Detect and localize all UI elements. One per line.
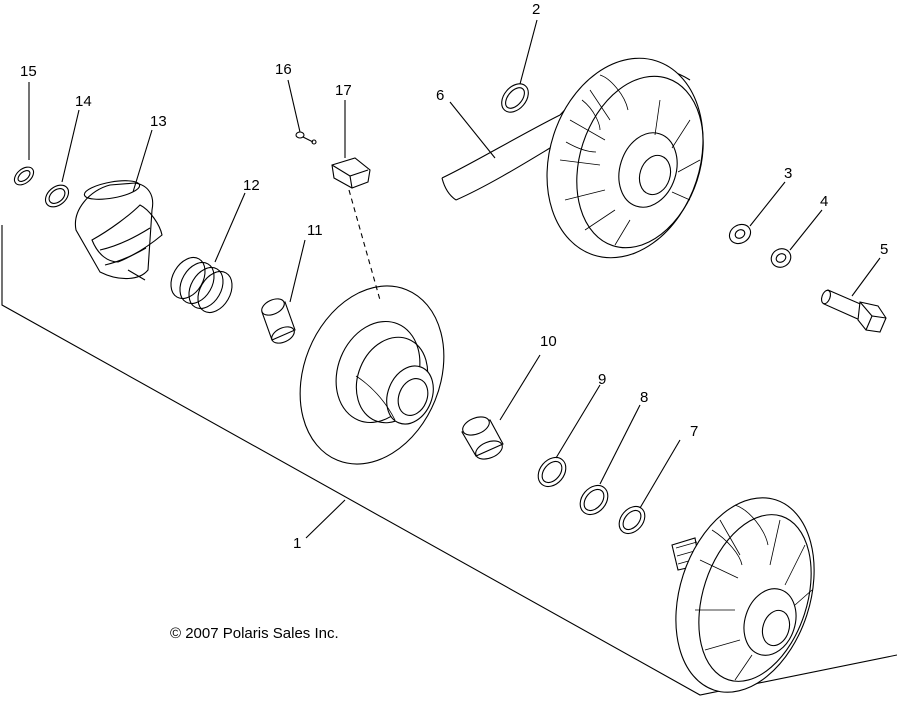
part-1-sheave bbox=[299, 285, 445, 465]
label-16: 16 bbox=[275, 61, 292, 78]
part-4-washer bbox=[770, 248, 792, 268]
part-2-snap-ring bbox=[501, 83, 529, 113]
label-11: 11 bbox=[307, 222, 323, 239]
part-5-bolt bbox=[820, 289, 887, 333]
lower-sheave-assembly bbox=[671, 497, 815, 693]
part-17-block bbox=[331, 157, 371, 189]
part-15-ring bbox=[13, 166, 35, 186]
part-16-screw bbox=[295, 131, 317, 145]
label-12: 12 bbox=[243, 177, 260, 194]
part-9-ring bbox=[537, 456, 567, 488]
part-14-washer bbox=[44, 184, 70, 208]
label-13: 13 bbox=[150, 113, 167, 130]
copyright-notice: © 2007 Polaris Sales Inc. bbox=[170, 625, 339, 642]
label-14: 14 bbox=[75, 93, 92, 110]
part-7-ring bbox=[618, 505, 646, 535]
label-4: 4 bbox=[820, 193, 828, 210]
label-17: 17 bbox=[335, 82, 352, 99]
label-10: 10 bbox=[540, 333, 557, 350]
label-15: 15 bbox=[20, 63, 37, 80]
callout-labels: 15 14 13 12 11 16 17 10 9 8 7 2 6 3 4 5 … bbox=[20, 1, 888, 552]
part-3-washer bbox=[728, 223, 752, 245]
part-10-bushing bbox=[461, 416, 504, 460]
label-8: 8 bbox=[640, 389, 648, 406]
upper-sheave-assembly bbox=[546, 57, 704, 259]
part-8-ring bbox=[579, 484, 609, 516]
label-2: 2 bbox=[532, 1, 540, 18]
label-1: 1 bbox=[293, 535, 301, 552]
label-9: 9 bbox=[598, 371, 606, 388]
part-11-bushing bbox=[261, 298, 296, 344]
leader-lines bbox=[28, 19, 881, 539]
label-7: 7 bbox=[690, 423, 698, 440]
label-5: 5 bbox=[880, 241, 888, 258]
part-12-spring bbox=[170, 256, 233, 314]
label-6: 6 bbox=[436, 87, 444, 104]
assembly-bracket bbox=[1, 225, 897, 696]
label-3: 3 bbox=[784, 165, 792, 182]
part-13-cam bbox=[74, 180, 163, 281]
